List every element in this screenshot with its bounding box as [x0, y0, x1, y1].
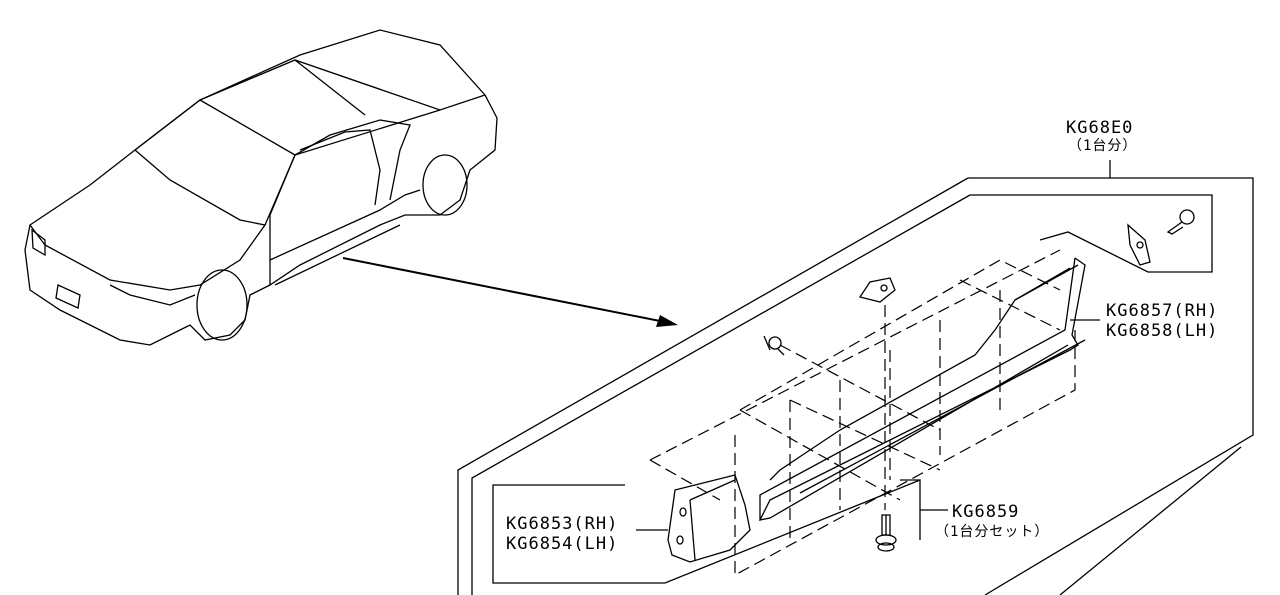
- pointer-arrow: [342, 257, 678, 327]
- clip-fasteners: [763, 209, 1195, 552]
- fastener-set-qty-note: （1台分セット）: [935, 524, 1050, 540]
- car-illustration: [24, 29, 498, 346]
- part-number-kg6858: KG6858(LH): [1106, 321, 1219, 341]
- side-sill-part: [758, 257, 1086, 521]
- front-sill-bracket: [667, 474, 751, 563]
- hidden-lines: [649, 249, 1076, 577]
- part-number-kg6857: KG6857(RH): [1106, 301, 1219, 321]
- leader-lines: [636, 319, 1100, 531]
- assembly-qty-note: （1台分）: [1068, 138, 1138, 154]
- part-number-kg6854: KG6854(LH): [506, 534, 619, 554]
- part-number-kg6859: KG6859: [952, 502, 1020, 522]
- assembly-frame: [457, 160, 1254, 595]
- part-number-kg6853: KG6853(RH): [506, 514, 619, 534]
- assembly-part-number: KG68E0: [1066, 118, 1134, 138]
